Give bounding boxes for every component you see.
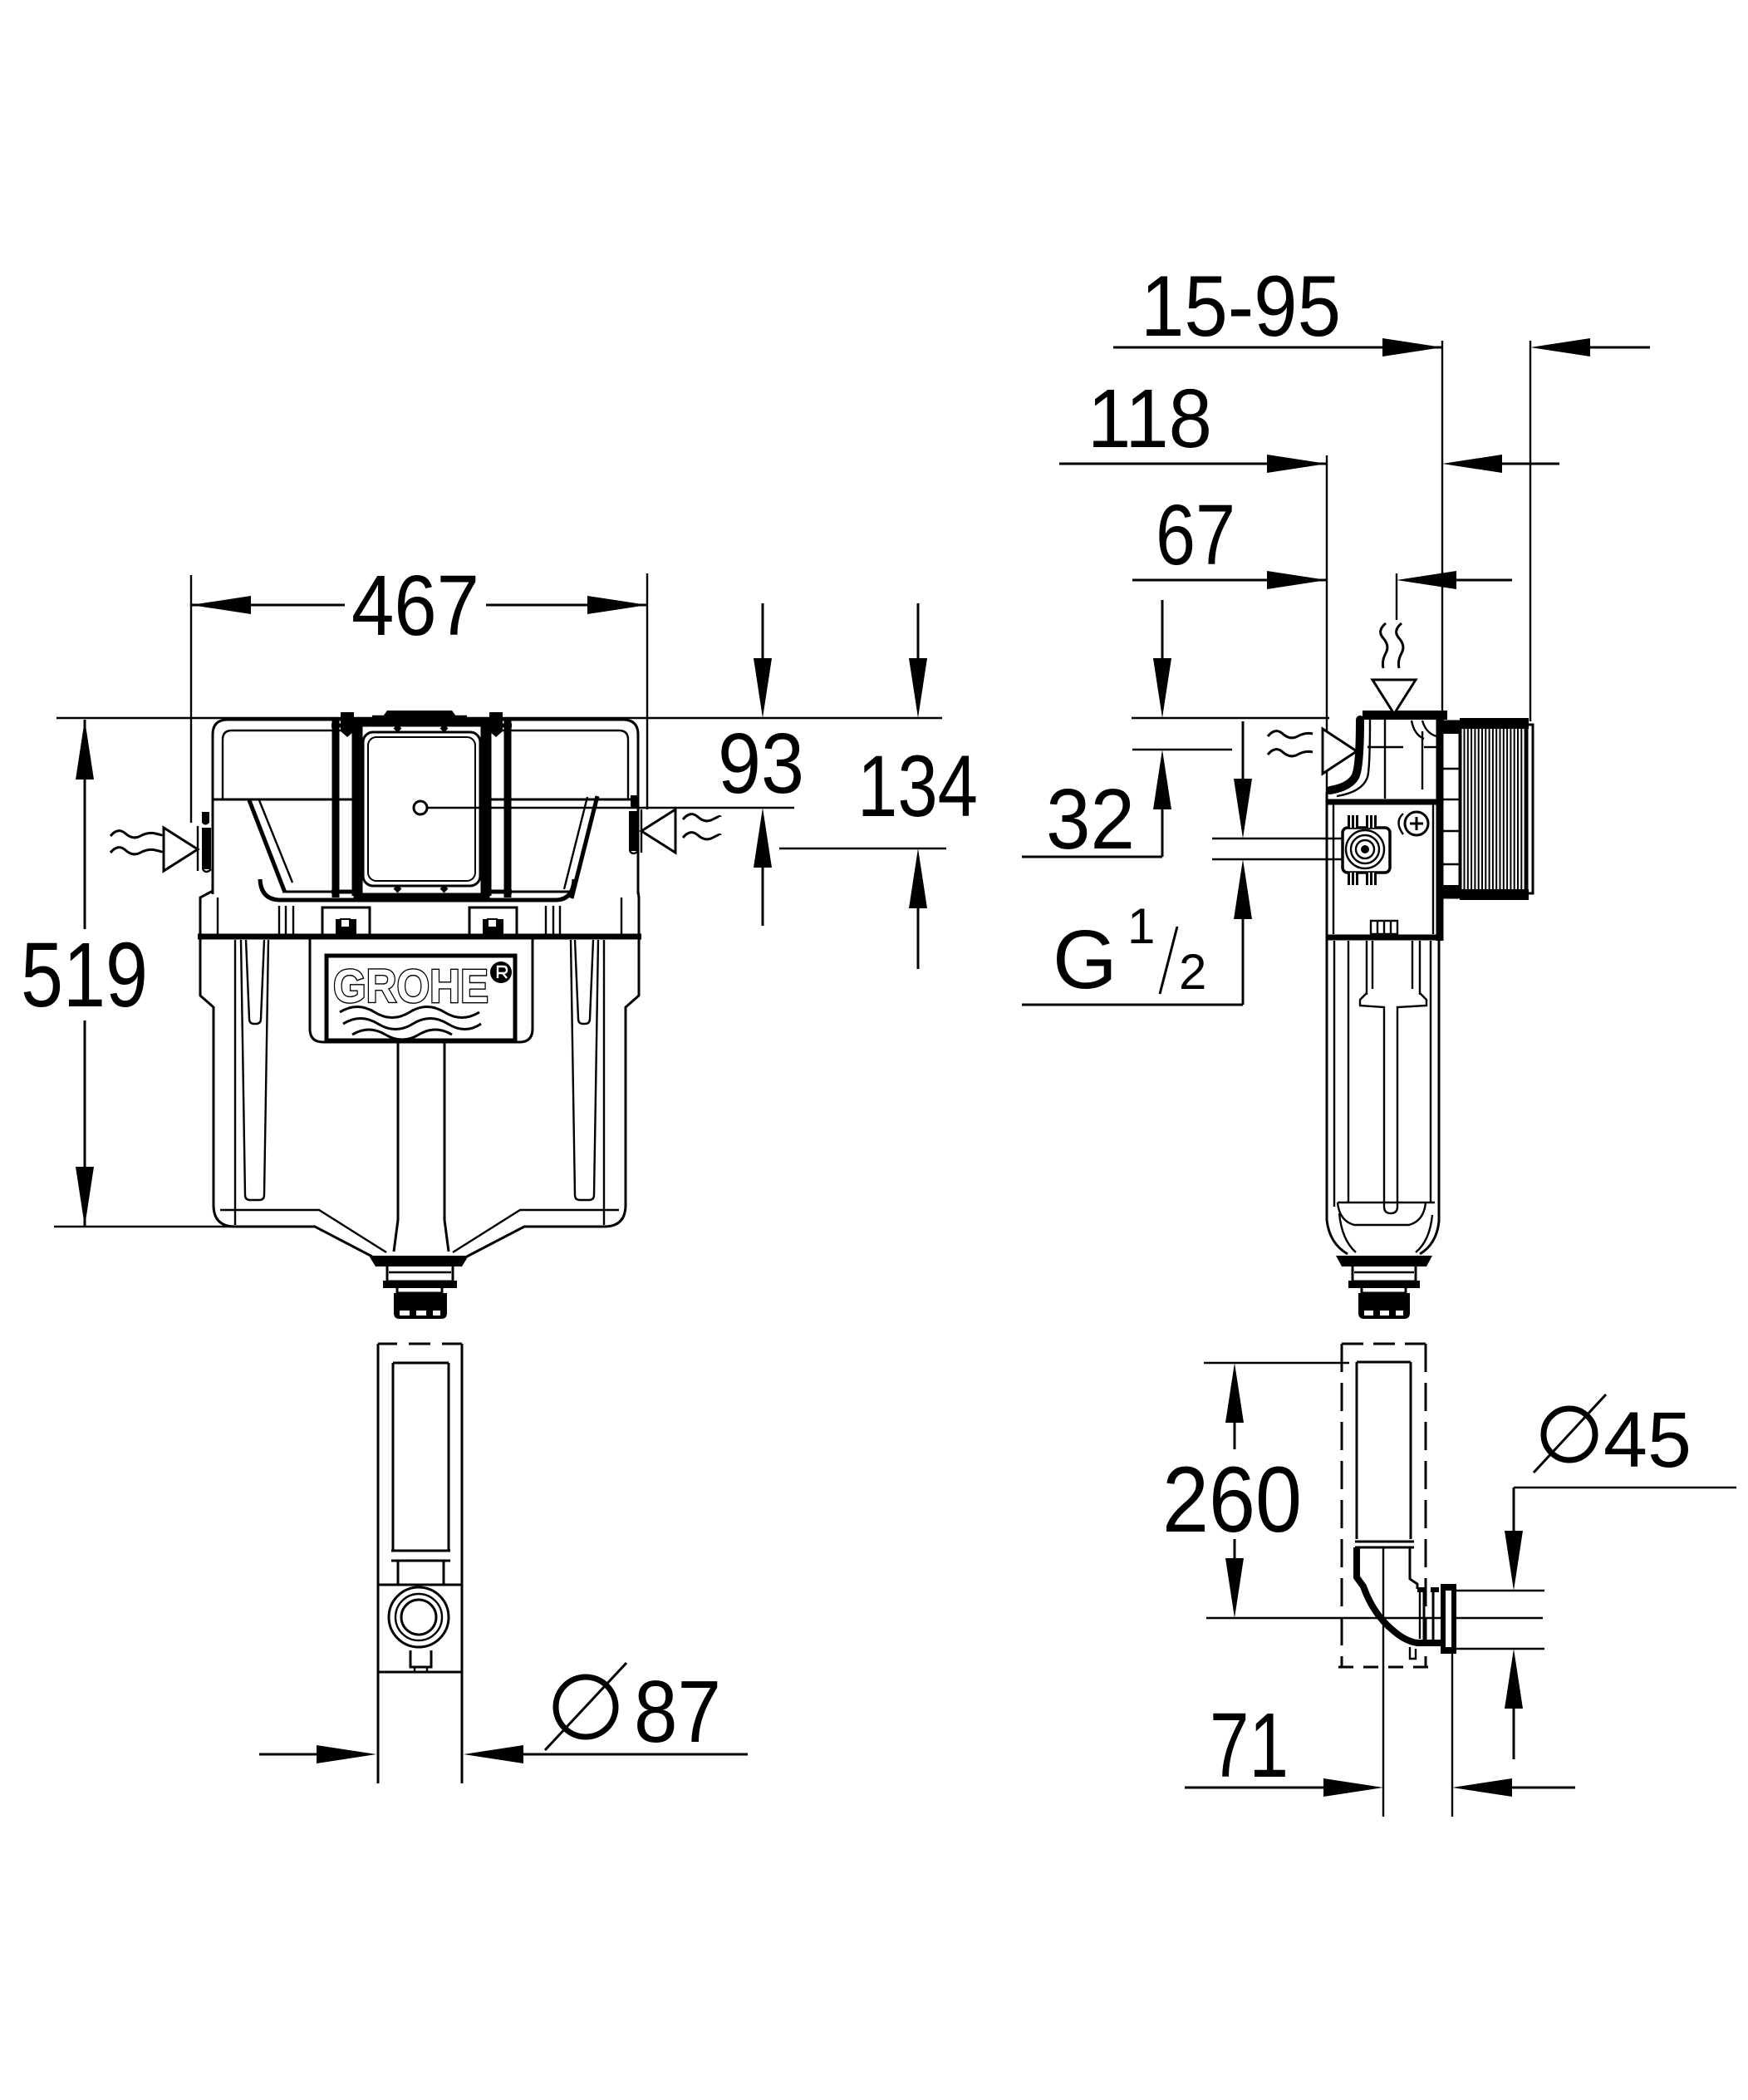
svg-text:32: 32 bbox=[1046, 771, 1135, 867]
svg-text:15-95: 15-95 bbox=[1141, 258, 1341, 355]
svg-text:GROHE: GROHE bbox=[333, 960, 489, 1013]
svg-text:G: G bbox=[1053, 913, 1117, 1006]
svg-text:71: 71 bbox=[1210, 1694, 1289, 1797]
svg-text:134: 134 bbox=[857, 738, 978, 835]
svg-text:260: 260 bbox=[1162, 1448, 1302, 1552]
svg-text:93: 93 bbox=[718, 716, 804, 811]
svg-text:45: 45 bbox=[1603, 1396, 1692, 1484]
svg-text:467: 467 bbox=[351, 558, 479, 653]
svg-text:118: 118 bbox=[1088, 372, 1212, 465]
svg-text:2: 2 bbox=[1179, 944, 1206, 1000]
svg-text:87: 87 bbox=[634, 1663, 721, 1761]
svg-text:67: 67 bbox=[1156, 487, 1235, 583]
svg-text:519: 519 bbox=[21, 924, 148, 1026]
svg-text:1: 1 bbox=[1127, 898, 1155, 954]
